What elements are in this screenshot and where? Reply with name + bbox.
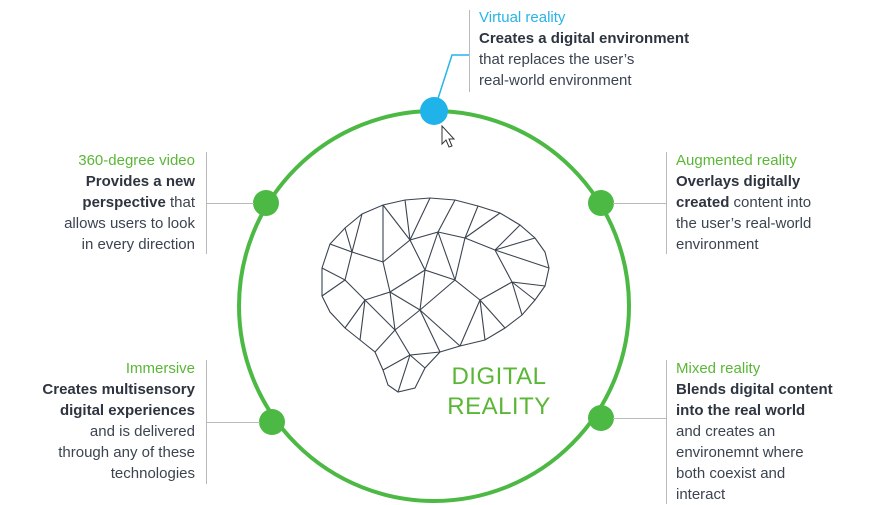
mixed-connector: [613, 418, 667, 419]
vr-divider: [469, 10, 470, 92]
immersive-bold: Creates multisensory: [42, 381, 195, 398]
augmented-reality-bold: Overlays digitally: [676, 173, 801, 190]
mixed-reality-line: interact: [676, 486, 726, 503]
mixed-reality-bold: into the real world: [676, 402, 806, 419]
video-360-connector: [206, 203, 254, 204]
augmented-reality-line: the user’s real-world: [676, 215, 812, 232]
augmented-reality-dot[interactable]: [588, 190, 614, 216]
immersive-connector: [206, 422, 260, 423]
augmented-reality-bold-2: created: [676, 194, 730, 211]
mixed-reality-block: Mixed reality Blends digital content int…: [676, 358, 833, 505]
mixed-reality-line: both coexist and: [676, 465, 786, 482]
center-label-line1: DIGITAL: [451, 363, 547, 390]
virtual-reality-bold: Creates a digital environment: [479, 30, 690, 47]
immersive-line: through any of these: [58, 444, 195, 461]
mixed-reality-bold: Blends digital content: [676, 381, 833, 398]
augmented-reality-rest: content into: [729, 194, 812, 211]
main-circle: [237, 109, 631, 503]
center-label-line2: REALITY: [447, 393, 551, 420]
video-360-block: 360-degree video Provides a new perspect…: [0, 150, 195, 255]
mixed-reality-title: Mixed reality: [676, 360, 761, 377]
augmented-connector: [613, 203, 667, 204]
brain-wireframe-icon: [321, 197, 550, 393]
immersive-title: Immersive: [125, 360, 195, 377]
mixed-divider: [666, 360, 667, 504]
augmented-reality-title: Augmented reality: [676, 152, 797, 169]
mixed-reality-dot[interactable]: [588, 405, 614, 431]
augmented-reality-block: Augmented reality Overlays digitally cre…: [676, 150, 811, 255]
immersive-bold: digital experiences: [59, 402, 195, 419]
virtual-reality-block: Virtual reality Creates a digital enviro…: [479, 7, 689, 91]
video-360-rest: that: [165, 194, 195, 211]
virtual-reality-line: that replaces the user’s: [479, 51, 635, 68]
immersive-line: and is delivered: [89, 423, 195, 440]
vr-dot[interactable]: [420, 97, 448, 125]
mouse-cursor-icon: [441, 124, 456, 148]
video-360-dot[interactable]: [253, 190, 279, 216]
mixed-reality-line: and creates an: [676, 423, 776, 440]
vr-connector: [433, 54, 469, 112]
virtual-reality-line: real-world environment: [479, 72, 632, 89]
immersive-line: technologies: [110, 465, 195, 482]
augmented-reality-line: environment: [676, 236, 759, 253]
immersive-block: Immersive Creates multisensory digital e…: [0, 358, 195, 484]
video-360-line: in every direction: [81, 236, 195, 253]
video-360-bold: Provides a new: [85, 173, 195, 190]
immersive-dot[interactable]: [259, 409, 285, 435]
video-360-bold-2: perspective: [82, 194, 166, 211]
video-360-title: 360-degree video: [78, 152, 195, 169]
virtual-reality-title: Virtual reality: [479, 9, 566, 26]
video-360-line: allows users to look: [64, 215, 195, 232]
digital-reality-label: DIGITAL REALITY: [440, 362, 558, 422]
mixed-reality-line: environemnt where: [676, 444, 804, 461]
